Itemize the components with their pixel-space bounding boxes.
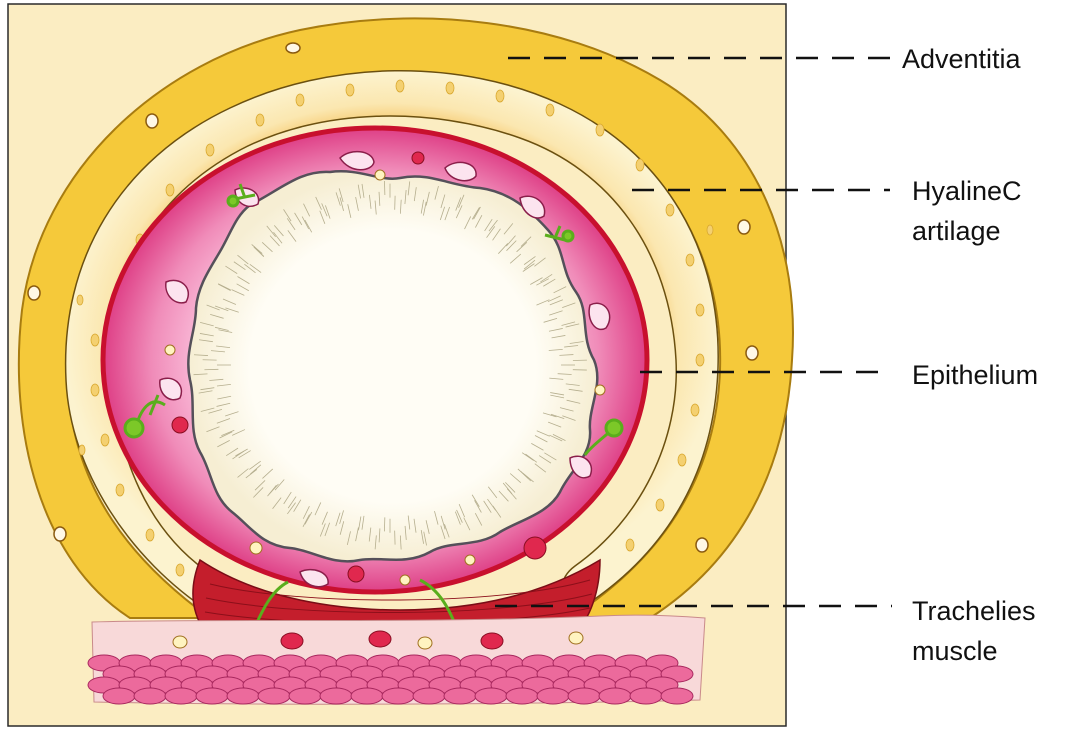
label-trachealis-muscle-line2: muscle — [912, 632, 998, 670]
label-trachealis-muscle-line1: Trachelies — [912, 592, 1036, 630]
label-adventitia: Adventitia — [902, 40, 1021, 78]
label-epithelium: Epithelium — [912, 356, 1038, 394]
label-hyaline-cartilage-line2: artilage — [912, 212, 1001, 250]
lumen — [188, 171, 597, 561]
fat-cells — [88, 655, 693, 704]
label-hyaline-cartilage-line1: HyalineC — [912, 172, 1022, 210]
